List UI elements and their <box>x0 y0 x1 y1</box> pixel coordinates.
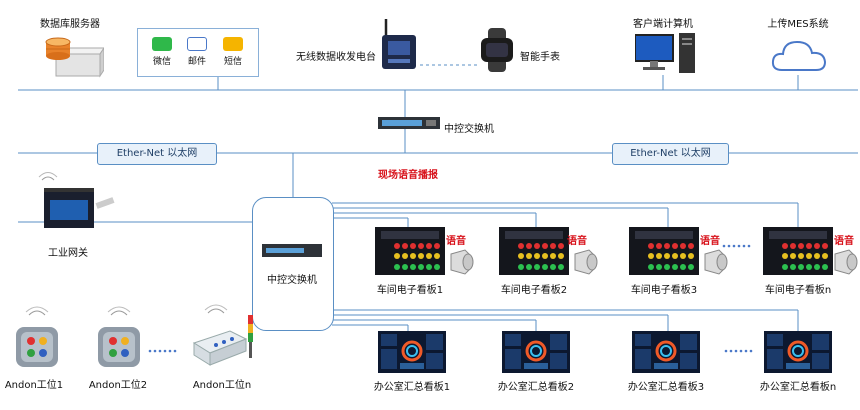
database-server-icon[interactable] <box>42 32 104 78</box>
office-board-label-n: 办公室汇总看板n <box>759 382 837 393</box>
workshop-board-n[interactable] <box>763 227 833 281</box>
sms-channel[interactable]: 短信 <box>220 37 246 67</box>
speaker-icon <box>450 249 474 275</box>
workshop-board-1[interactable] <box>375 227 445 281</box>
sms-label: 短信 <box>223 57 242 67</box>
wireless-station-icon[interactable] <box>378 15 422 75</box>
led-board-icon <box>629 227 699 275</box>
voice-tag-1: 语音 <box>446 236 466 247</box>
led-board-icon <box>375 227 445 275</box>
wechat-label: 微信 <box>152 57 171 67</box>
top-switch-label: 中控交换机 <box>444 124 494 135</box>
voice-tag-3: 语音 <box>700 236 720 247</box>
office-board-1[interactable] <box>378 331 446 377</box>
wechat-channel[interactable]: 微信 <box>149 37 175 67</box>
wechat-icon <box>152 37 172 51</box>
central-switch-icon[interactable] <box>262 242 326 260</box>
workshop-board-label-2: 车间电子看板2 <box>500 285 568 296</box>
mail-label: 邮件 <box>187 57 206 67</box>
andon-button-box-icon <box>98 306 140 367</box>
dashboard-screen-icon <box>502 331 570 373</box>
office-board-3[interactable] <box>632 331 700 377</box>
speaker-icon <box>834 249 858 275</box>
office-board-2[interactable] <box>502 331 570 377</box>
speaker-icon <box>704 249 728 275</box>
client-pc-label: 客户端计算机 <box>633 19 693 30</box>
workshop-board-label-1: 车间电子看板1 <box>376 285 444 296</box>
voice-broadcast-title: 现场语音播报 <box>378 170 438 181</box>
cloud-icon[interactable] <box>770 36 828 76</box>
client-pc-icon[interactable] <box>635 33 697 77</box>
led-board-icon <box>763 227 833 275</box>
andon-station-1[interactable] <box>14 305 60 375</box>
andon-station-2[interactable] <box>96 305 142 375</box>
andon-station-n[interactable] <box>190 303 256 375</box>
speaker-icon <box>574 249 598 275</box>
db-server-label: 数据库服务器 <box>40 19 100 30</box>
dashboard-screen-icon <box>764 331 832 373</box>
led-board-icon <box>499 227 569 275</box>
gateway-label: 工业网关 <box>48 248 88 259</box>
central-switch-panel <box>252 197 334 331</box>
top-switch-icon[interactable] <box>378 115 442 131</box>
office-board-label-3: 办公室汇总看板3 <box>627 382 705 393</box>
workshop-board-2[interactable] <box>499 227 569 281</box>
ethernet-left-pill: Ether-Net 以太网 <box>97 143 217 165</box>
andon-label-2: Andon工位2 <box>88 380 148 391</box>
notification-channels-box: 微信 邮件 短信 <box>137 28 259 77</box>
voice-tag-n: 语音 <box>834 236 854 247</box>
office-board-n[interactable] <box>764 331 832 377</box>
andon-button-box-icon <box>16 306 58 367</box>
office-board-label-2: 办公室汇总看板2 <box>497 382 575 393</box>
workshop-board-3[interactable] <box>629 227 699 281</box>
central-switch-label: 中控交换机 <box>267 275 317 286</box>
mail-icon <box>187 37 207 51</box>
andon-tower-light-icon <box>192 304 253 366</box>
workshop-board-label-3: 车间电子看板3 <box>630 285 698 296</box>
dashboard-screen-icon <box>378 331 446 373</box>
ethernet-right-pill: Ether-Net 以太网 <box>612 143 729 165</box>
smart-watch-icon[interactable] <box>478 28 518 72</box>
industrial-gateway-icon[interactable] <box>30 170 118 240</box>
andon-label-n: Andon工位n <box>192 380 252 391</box>
andon-label-1: Andon工位1 <box>4 380 64 391</box>
voice-tag-2: 语音 <box>567 236 587 247</box>
wireless-station-label: 无线数据收发电台 <box>296 52 376 63</box>
workshop-board-label-n: 车间电子看板n <box>764 285 832 296</box>
dashboard-screen-icon <box>632 331 700 373</box>
sms-envelope-icon <box>223 37 243 51</box>
smart-watch-label: 智能手表 <box>520 52 560 63</box>
office-board-label-1: 办公室汇总看板1 <box>373 382 451 393</box>
mail-channel[interactable]: 邮件 <box>184 37 210 67</box>
mes-upload-label: 上传MES系统 <box>767 19 829 30</box>
